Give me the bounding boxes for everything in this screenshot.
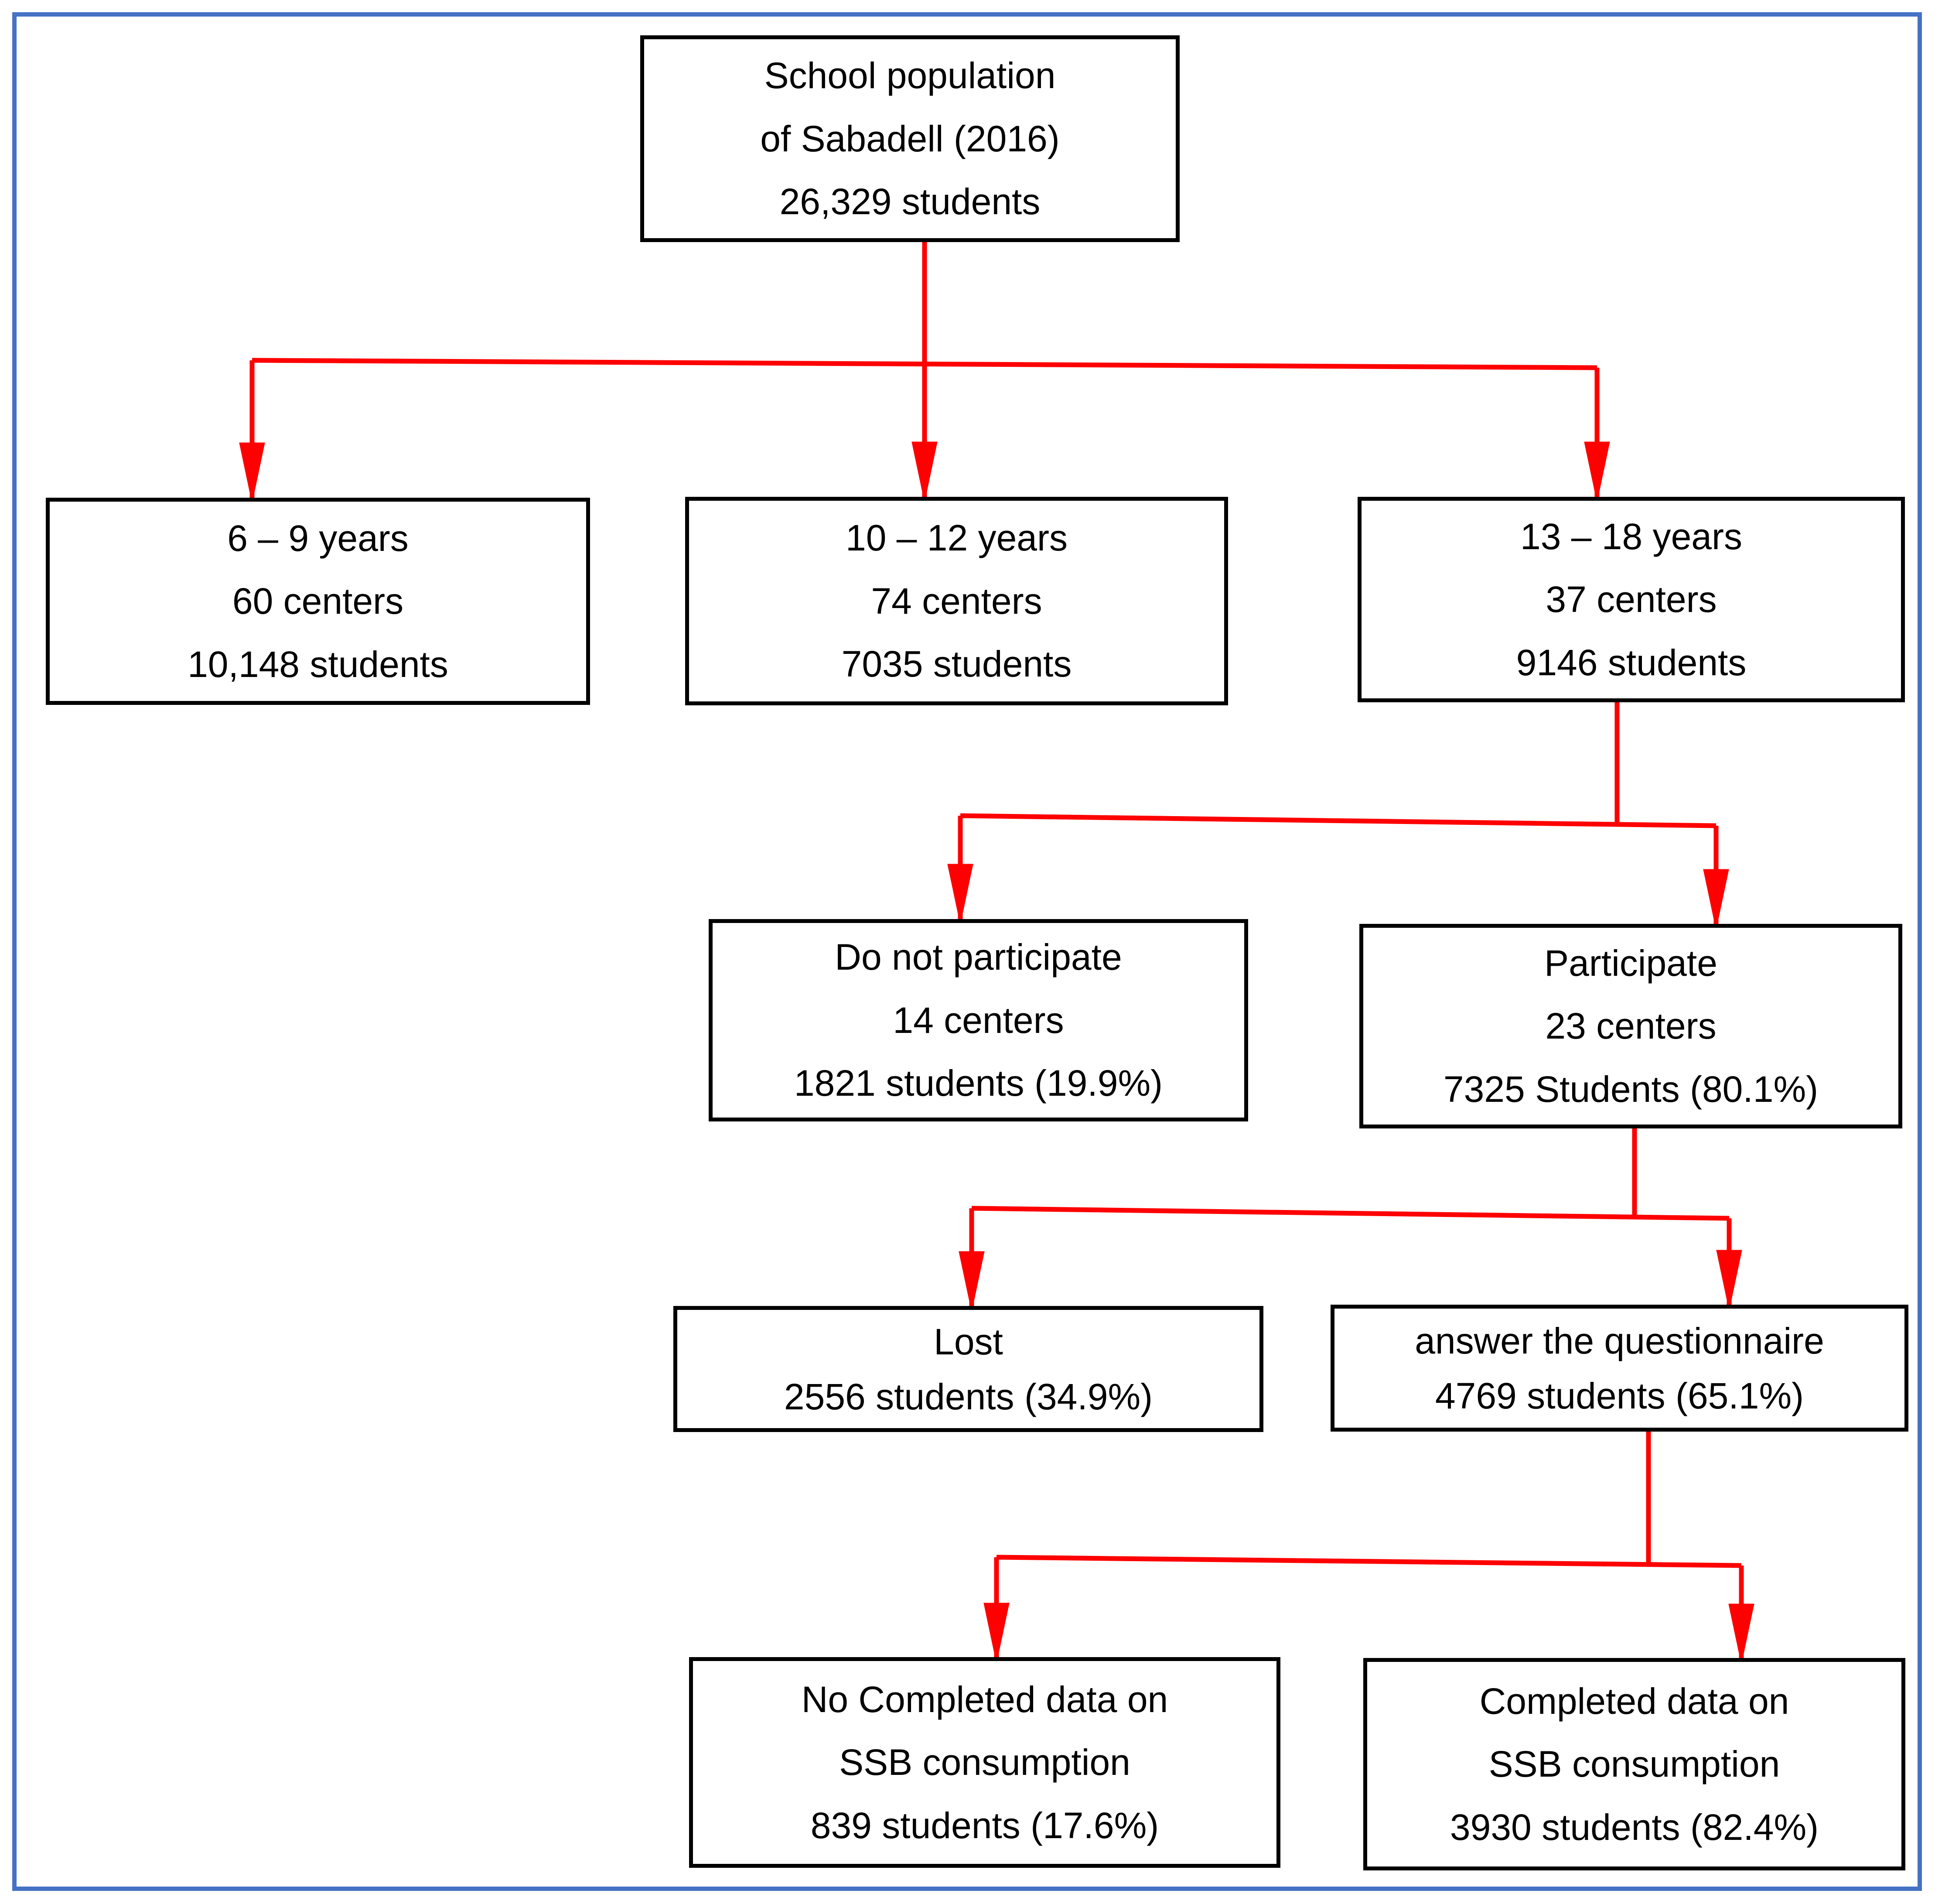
box-line: SSB consumption <box>1488 1743 1780 1785</box>
box-age-6-9-years: 6 – 9 years 60 centers 10,148 students <box>46 498 590 705</box>
box-line: of Sabadell (2016) <box>760 118 1060 159</box>
box-school-population: School population of Sabadell (2016) 26,… <box>640 35 1180 242</box>
box-age-10-12-years: 10 – 12 years 74 centers 7035 students <box>685 497 1228 705</box>
box-do-not-participate: Do not participate 14 centers 1821 stude… <box>709 919 1248 1121</box>
box-line: 37 centers <box>1546 579 1717 620</box>
box-no-completed-ssb-data: No Completed data on SSB consumption 839… <box>689 1657 1280 1868</box>
box-line: 13 – 18 years <box>1520 516 1742 557</box>
box-line: 4769 students (65.1%) <box>1435 1375 1804 1416</box>
box-line: Do not participate <box>835 937 1122 978</box>
box-line: 7325 Students (80.1%) <box>1443 1068 1819 1110</box>
box-line: 839 students (17.6%) <box>810 1805 1159 1846</box>
box-line: 10,148 students <box>188 643 448 685</box>
box-age-13-18-years: 13 – 18 years 37 centers 9146 students <box>1358 497 1905 702</box>
box-completed-ssb-data: Completed data on SSB consumption 3930 s… <box>1363 1658 1905 1870</box>
box-line: Completed data on <box>1479 1680 1789 1722</box>
box-line: 2556 students (34.9%) <box>784 1376 1153 1417</box>
box-line: No Completed data on <box>801 1678 1168 1720</box>
box-line: 3930 students (82.4%) <box>1450 1806 1819 1848</box>
box-line: 60 centers <box>232 581 404 622</box>
box-line: 74 centers <box>871 580 1042 622</box>
box-answer-questionnaire: answer the questionnaire 4769 students (… <box>1331 1305 1908 1432</box>
box-line: School population <box>764 55 1056 96</box>
box-line: Participate <box>1544 942 1717 984</box>
box-line: answer the questionnaire <box>1415 1320 1824 1361</box>
box-line: SSB consumption <box>839 1742 1130 1783</box>
box-line: Lost <box>934 1321 1003 1362</box>
box-line: 1821 students (19.9%) <box>794 1063 1163 1104</box>
box-line: 9146 students <box>1516 642 1747 683</box>
box-line: 6 – 9 years <box>227 517 409 559</box>
box-line: 26,329 students <box>779 181 1041 222</box>
box-line: 10 – 12 years <box>845 517 1068 559</box>
outer-frame-border <box>12 12 1922 1891</box>
box-line: 7035 students <box>841 643 1072 685</box>
box-line: 14 centers <box>893 999 1064 1041</box>
box-line: 23 centers <box>1545 1005 1717 1047</box>
box-lost: Lost 2556 students (34.9%) <box>673 1306 1263 1432</box>
box-participate: Participate 23 centers 7325 Students (80… <box>1359 924 1902 1128</box>
